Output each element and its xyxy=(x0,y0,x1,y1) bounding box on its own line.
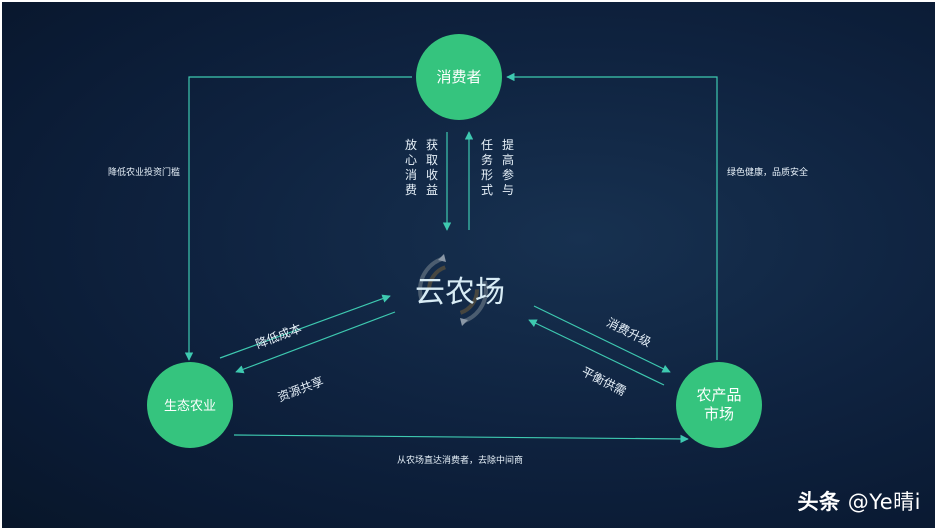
arrow-center-to-eco xyxy=(235,311,396,374)
edge-eco-to-market xyxy=(233,434,689,444)
label-up-col1: 任 务 形 式 xyxy=(481,138,493,197)
arrow-eco-to-center xyxy=(219,294,391,359)
label-bottom: 从农场直达消费者，去除中间商 xyxy=(397,454,523,466)
svg-text:式: 式 xyxy=(481,183,493,197)
node-consumer-label: 消费者 xyxy=(436,68,481,86)
edge-consumer-to-eco xyxy=(184,76,412,361)
node-market: 农产品 市场 xyxy=(676,362,762,448)
label-left-diag-lower: 资源共享 xyxy=(275,373,325,404)
label-down-col1: 放 心 消 费 xyxy=(405,137,417,197)
arrow-center-to-market xyxy=(533,305,671,373)
node-eco-agriculture-label: 生态农业 xyxy=(164,399,216,414)
svg-text:与: 与 xyxy=(502,183,514,197)
svg-text:任: 任 xyxy=(481,138,493,152)
svg-text:心: 心 xyxy=(405,153,417,167)
svg-text:形: 形 xyxy=(481,168,493,182)
svg-text:放: 放 xyxy=(405,137,417,152)
label-left-top: 降低农业投资门槛 xyxy=(108,166,180,178)
svg-text:取: 取 xyxy=(426,153,438,167)
center-title: 云农场 xyxy=(415,275,505,310)
cycle-icon xyxy=(418,254,488,326)
svg-text:获: 获 xyxy=(426,138,438,152)
node-market-label-line1: 农产品 xyxy=(696,386,741,404)
node-consumer: 消费者 xyxy=(416,34,502,120)
svg-text:益: 益 xyxy=(426,183,438,197)
node-eco-agriculture: 生态农业 xyxy=(147,362,233,448)
label-right-diag-upper: 消费升级 xyxy=(604,315,653,349)
svg-text:消: 消 xyxy=(405,168,417,182)
svg-text:参: 参 xyxy=(502,167,514,182)
svg-text:收: 收 xyxy=(426,168,438,182)
arrow-market-to-center xyxy=(528,319,665,386)
edge-market-to-consumer xyxy=(506,72,718,360)
label-down-col2: 获 取 收 益 xyxy=(426,138,438,197)
label-up-col2: 提 高 参 与 xyxy=(502,137,514,197)
watermark: 头条 @Ye晴i xyxy=(798,486,921,516)
label-right-top: 绿色健康，品质安全 xyxy=(727,166,808,178)
svg-text:费: 费 xyxy=(405,183,417,197)
svg-text:务: 务 xyxy=(481,152,493,167)
label-left-diag-upper: 降低成本 xyxy=(254,321,304,351)
svg-text:提: 提 xyxy=(502,137,514,152)
node-market-label-line2: 市场 xyxy=(704,405,734,423)
svg-text:高: 高 xyxy=(502,152,514,167)
watermark-handle: @Ye晴i xyxy=(847,490,921,514)
watermark-brand: 头条 xyxy=(797,490,841,514)
label-right-diag-lower: 平衡供需 xyxy=(579,364,628,398)
